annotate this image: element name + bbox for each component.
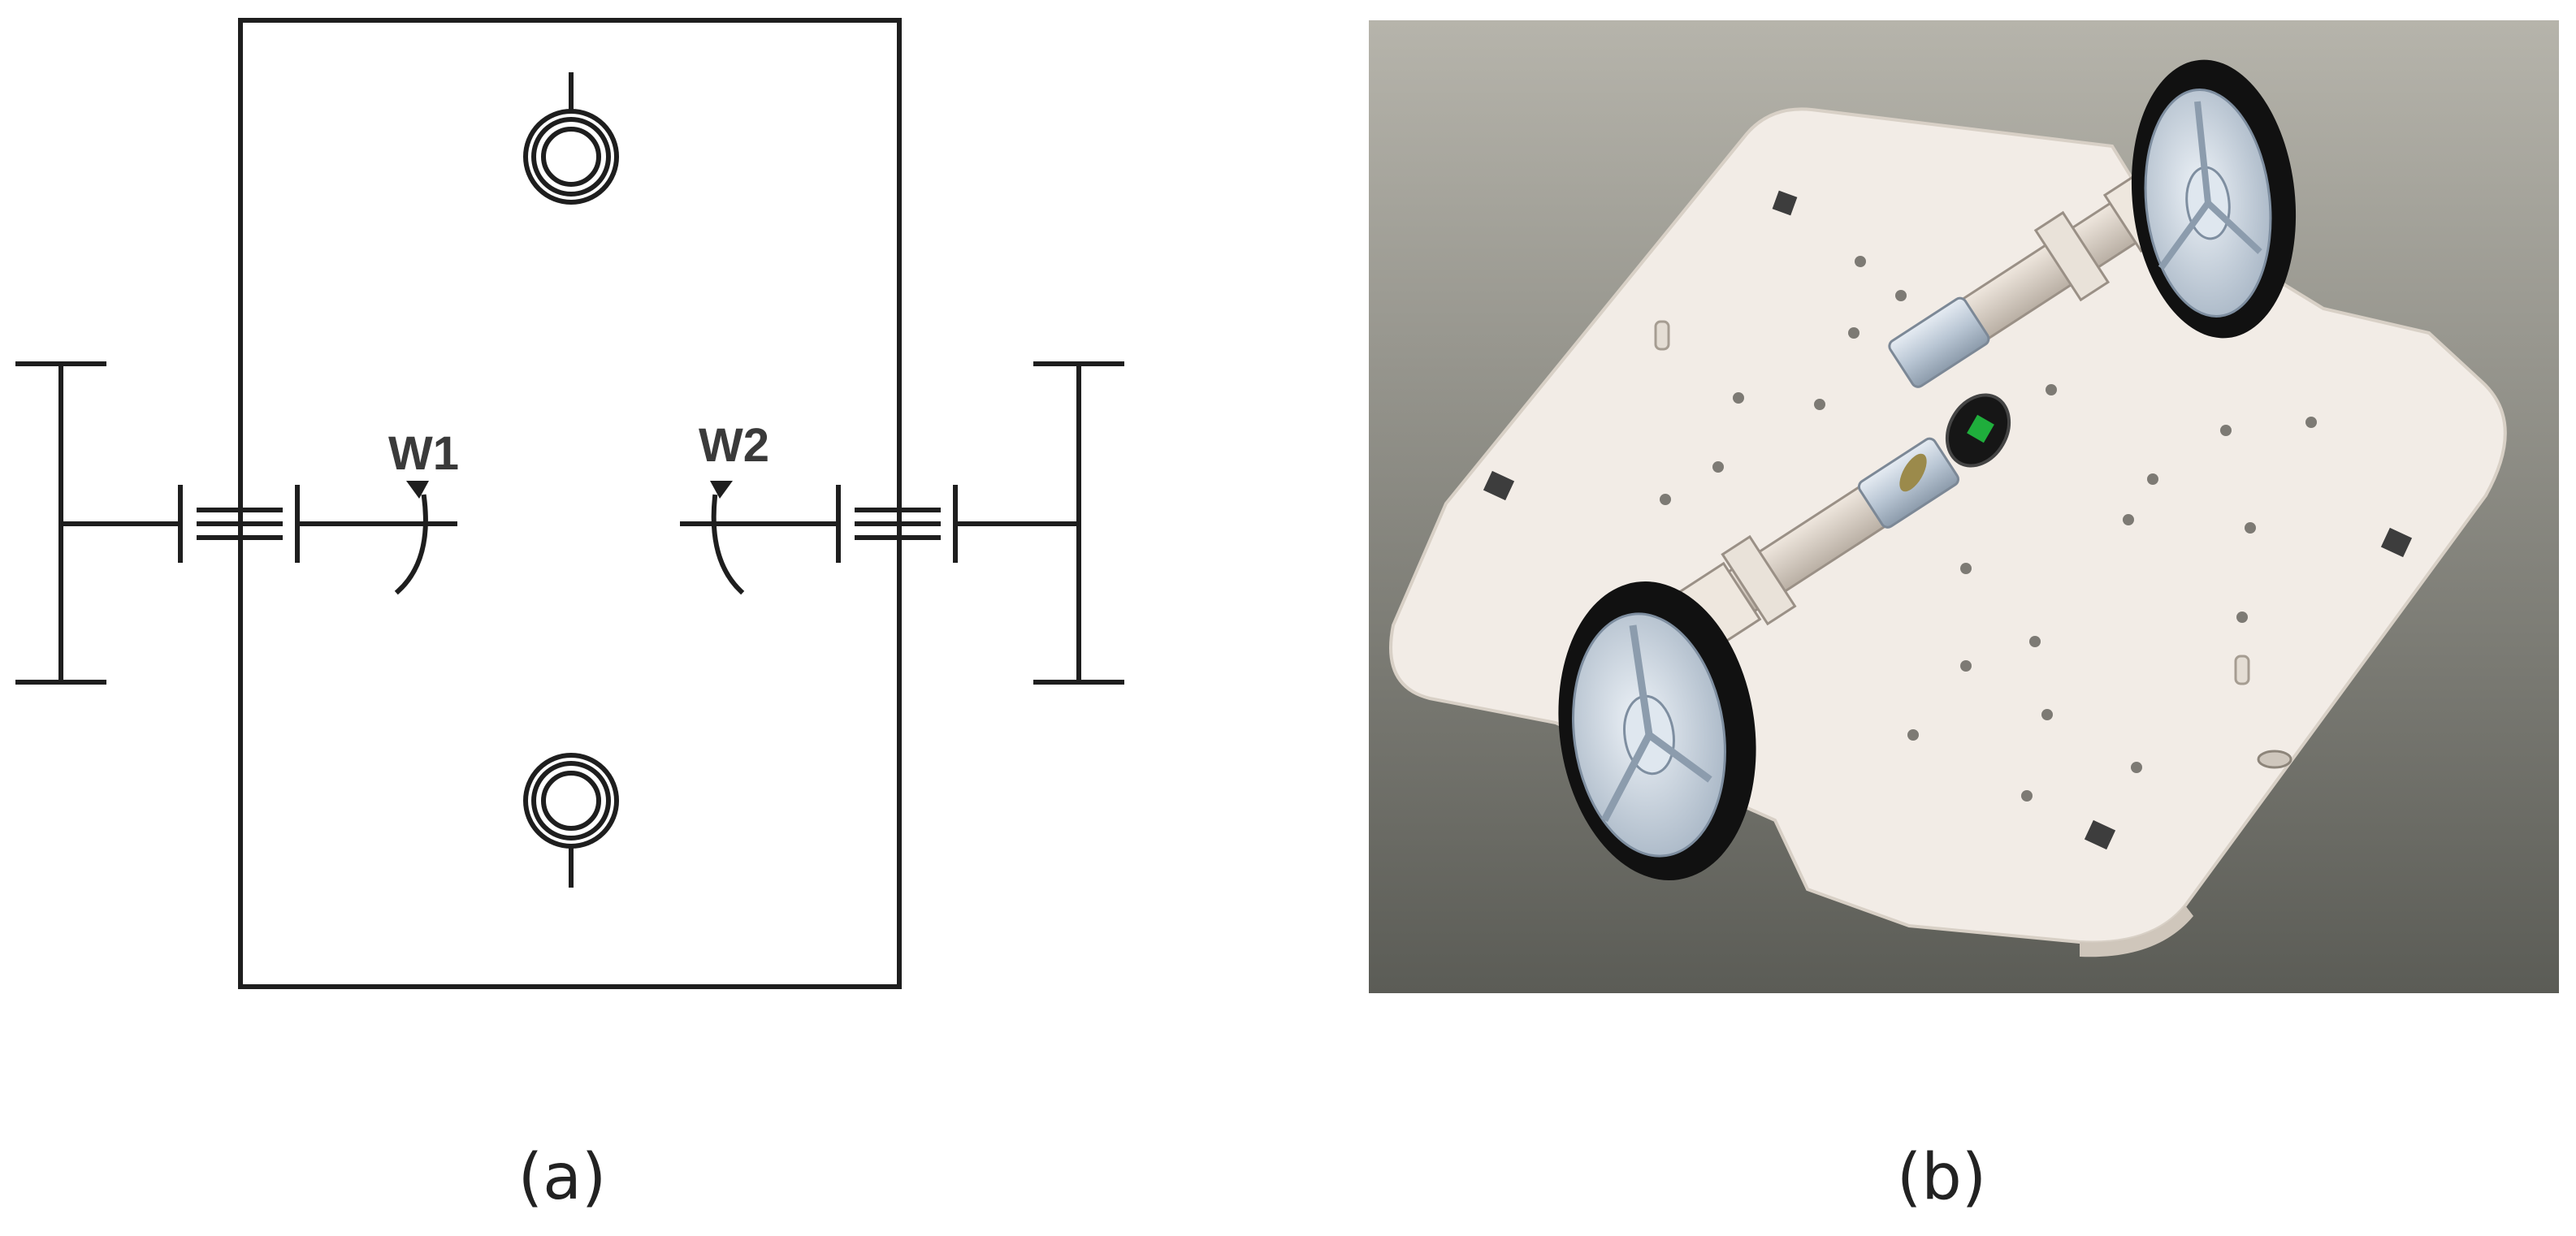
left-wheel-symbol [15,361,183,685]
right-bearing-symbol [836,485,958,563]
chassis-frame [238,18,902,989]
w2-arrowhead-icon [710,481,733,499]
right-wheel [2131,59,2297,339]
chassis-plate-edge [2080,905,2193,957]
w1-arrowhead-icon [406,481,429,499]
caster-top-symbol [523,72,619,205]
encoder-module [1899,393,2011,492]
right-axle-shaft [680,494,841,595]
w1-label: W1 [388,427,459,480]
left-axle-shaft [295,494,457,595]
standoffs [1654,320,2250,685]
caster-bottom-symbol [523,753,619,888]
rear-caster [2257,750,2292,769]
mounting-slots [1483,190,2413,850]
status-led [1967,414,1994,443]
right-wheel-symbol [953,361,1124,685]
schematic-diagram [15,18,1124,989]
robot-render [1369,20,2559,993]
left-wheel [1558,581,1756,880]
panel-b-caption: (b) [1896,1141,1987,1214]
panel-a-caption: (a) [517,1141,607,1214]
w2-label: W2 [699,419,769,472]
